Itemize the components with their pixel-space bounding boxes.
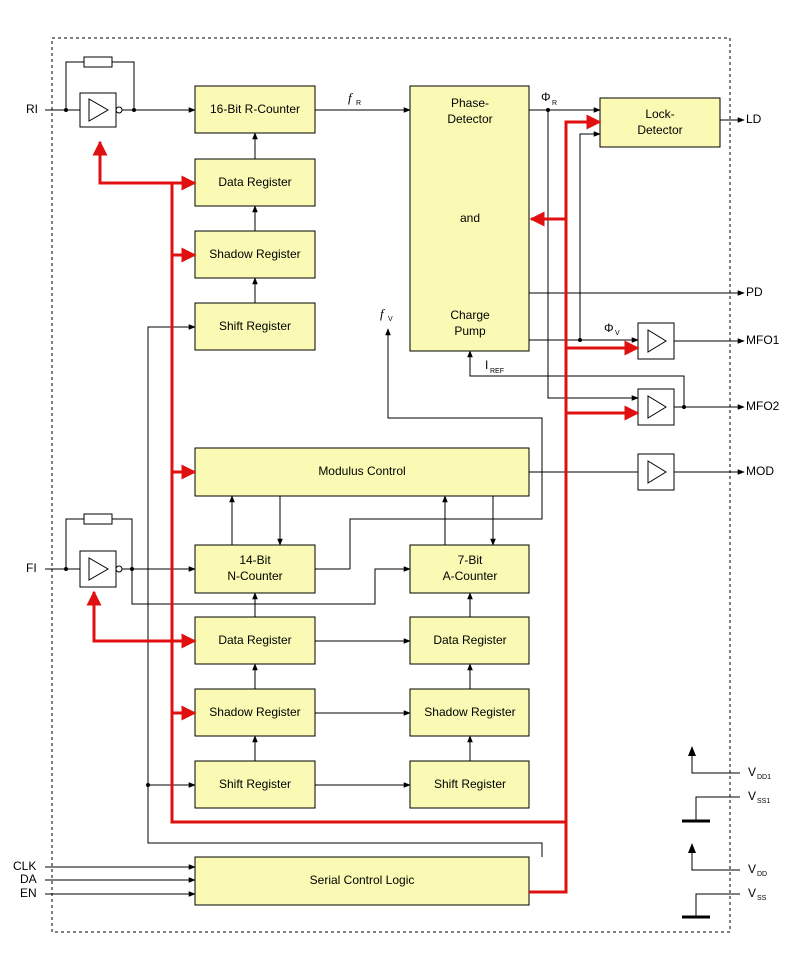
shadow-register-r-block: Shadow Register (194, 230, 316, 279)
data-register-n-block: Data Register (194, 616, 316, 665)
vdd-sub: DD (757, 871, 767, 878)
shadow-register-a-label: Shadow Register (424, 705, 515, 719)
shift-register-n-label: Shift Register (219, 777, 291, 791)
shadow-register-a-block: Shadow Register (409, 688, 530, 737)
shift-register-r-label: Shift Register (219, 319, 291, 333)
signal-fv: f V (380, 306, 393, 323)
fr-label: f (348, 90, 354, 105)
shadow-register-n-block: Shadow Register (194, 688, 316, 737)
n-counter-block: 14-Bit N-Counter (194, 544, 316, 594)
pin-mfo1: MFO1 (746, 333, 780, 347)
vdd1-label: V (748, 765, 756, 779)
data-register-n-label: Data Register (218, 633, 291, 647)
supply-vdd1: V DD1 (688, 746, 771, 781)
modulus-control-block: Modulus Control (194, 447, 530, 497)
pin-pd: PD (746, 285, 763, 299)
fv-label: f (380, 306, 386, 321)
fi-input-buffer (45, 513, 411, 605)
shift-register-n-block: Shift Register (194, 760, 316, 809)
pin-ri: RI (26, 102, 38, 116)
phiv-sub: V (615, 330, 620, 337)
phiv-label: Φ (604, 321, 614, 335)
phir-label: Φ (541, 90, 551, 104)
ri-input-buffer (45, 56, 196, 128)
data-register-r-label: Data Register (218, 175, 291, 189)
data-register-a-block: Data Register (409, 616, 530, 665)
lock-detector-block: Lock- Detector (599, 97, 721, 148)
data-register-a-label: Data Register (433, 633, 506, 647)
pin-ld: LD (746, 112, 762, 126)
pin-fi: FI (26, 561, 37, 575)
iref-sub: REF (490, 368, 504, 375)
shift-register-a-block: Shift Register (409, 760, 530, 809)
vss1-sub: SS1 (757, 798, 770, 805)
pin-en: EN (20, 886, 37, 900)
fv-sub: V (388, 316, 393, 323)
r-counter-label: 16-Bit R-Counter (210, 102, 300, 116)
vss-label: V (748, 886, 756, 900)
vss-sub: SS (757, 895, 767, 902)
r-counter-block: 16-Bit R-Counter (194, 85, 316, 134)
charge-label: Charge (450, 308, 490, 322)
control-bus (86, 114, 640, 894)
iref-label: I (485, 358, 488, 372)
vss1-label: V (748, 789, 756, 803)
signal-iref: I REF (485, 358, 504, 375)
shadow-register-r-label: Shadow Register (209, 247, 300, 261)
a-counter-block: 7-Bit A-Counter (409, 544, 530, 594)
shift-register-a-label: Shift Register (434, 777, 506, 791)
n-counter-label-2: N-Counter (227, 569, 282, 583)
serial-control-logic-block: Serial Control Logic (194, 856, 530, 906)
phase-detector-label-2: Detector (447, 112, 492, 126)
shift-register-r-block: Shift Register (194, 302, 316, 351)
a-counter-label-2: A-Counter (443, 569, 498, 583)
and-label: and (460, 211, 480, 225)
pin-mfo2: MFO2 (746, 399, 780, 413)
vdd1-sub: DD1 (757, 774, 771, 781)
vdd-label: V (748, 862, 756, 876)
chip-boundary (51, 37, 731, 933)
a-counter-label-1: 7-Bit (458, 553, 483, 567)
phase-detector-block: Phase- Detector and Charge Pump (409, 85, 530, 352)
data-register-r-block: Data Register (194, 158, 316, 207)
pin-da: DA (20, 872, 37, 886)
phase-detector-label-1: Phase- (451, 96, 489, 110)
pump-label: Pump (454, 324, 486, 338)
supply-vss: V SS (682, 886, 767, 919)
signal-fr: f R (348, 90, 361, 107)
fr-sub: R (356, 100, 361, 107)
modulus-control-label: Modulus Control (318, 464, 405, 478)
serial-control-logic-label: Serial Control Logic (310, 873, 415, 887)
signal-phiv: Φ V (604, 321, 620, 337)
lock-detector-label-2: Detector (637, 123, 682, 137)
supply-vdd: V DD (688, 843, 767, 878)
phir-sub: R (552, 100, 557, 107)
lock-detector-label-1: Lock- (645, 107, 674, 121)
n-counter-label-1: 14-Bit (239, 553, 271, 567)
signal-phir: Φ R (541, 90, 557, 107)
supply-vss1: V SS1 (682, 789, 770, 823)
signal-wires (45, 107, 745, 897)
pin-mod: MOD (746, 464, 774, 478)
pin-clk: CLK (13, 859, 36, 873)
shadow-register-n-label: Shadow Register (209, 705, 300, 719)
